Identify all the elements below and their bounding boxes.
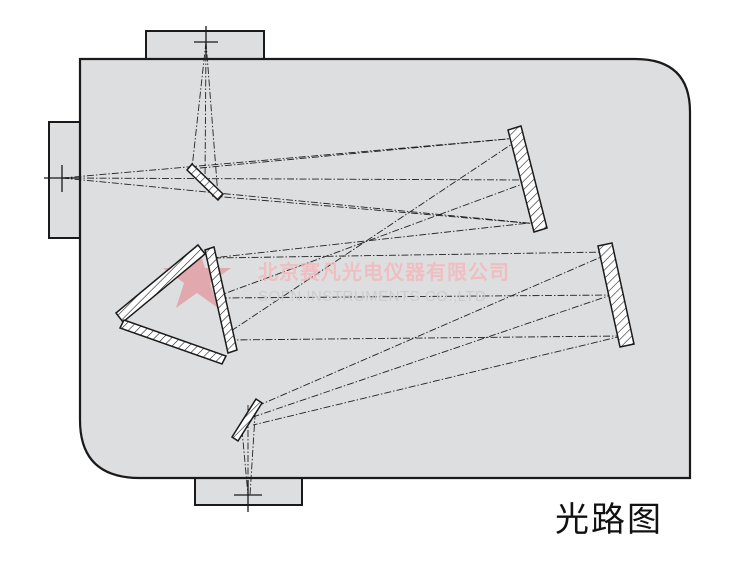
- grating-facet-b: [118, 319, 228, 365]
- diagram-caption: 光路图: [555, 500, 663, 540]
- light-rays: [61, 41, 623, 496]
- watermark-company-en: SOFN INSTRUMENTS CO.,LTD: [258, 288, 487, 305]
- entrance-port-left: [48, 121, 82, 239]
- exit-fold-mirror: [230, 397, 264, 443]
- grating-turret: [114, 243, 238, 365]
- monochromator-housing: [78, 57, 692, 480]
- entrance-fold-mirror: [185, 162, 225, 202]
- grating-facet-a: [114, 243, 207, 324]
- watermark-company-cn: 北京赛凡光电仪器有限公司: [258, 260, 510, 284]
- entrance-port-top: [145, 30, 265, 62]
- slit-marks: [44, 26, 262, 512]
- diffraction-grating: [204, 246, 238, 354]
- collimating-mirror: [507, 125, 548, 233]
- watermark-logo-icon: [163, 243, 231, 308]
- camera-mirror: [597, 242, 635, 348]
